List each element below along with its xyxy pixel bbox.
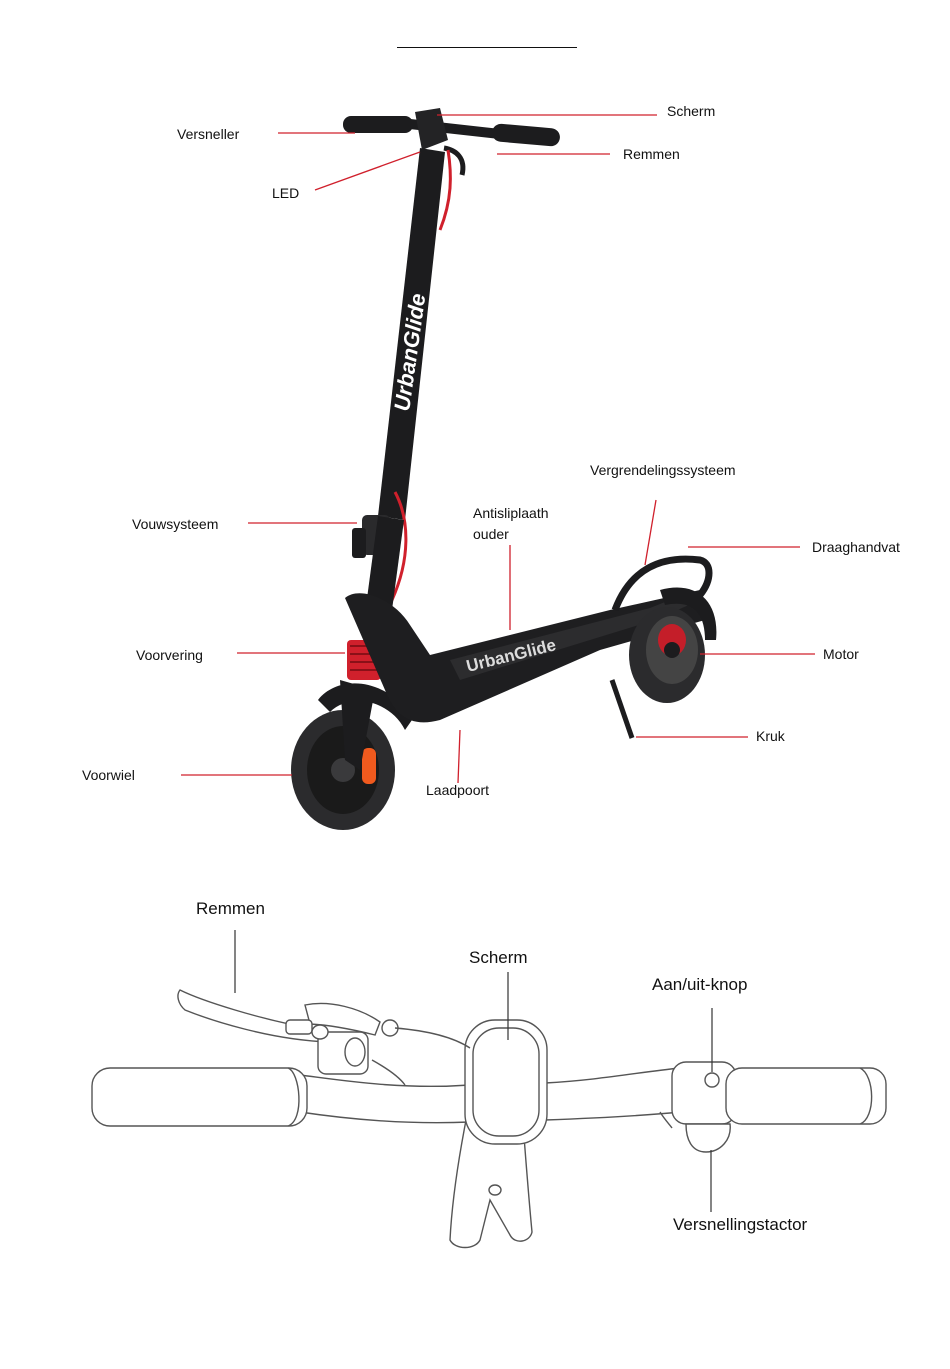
power-button-line — [705, 1073, 719, 1087]
label-hb-versnellingstactor: Versnellingstactor — [673, 1215, 807, 1235]
label-hb-scherm: Scherm — [469, 948, 528, 968]
label-hb-aan-uit-knop: Aan/uit-knop — [652, 975, 747, 995]
label-hb-remmen: Remmen — [196, 899, 265, 919]
left-grip-line — [92, 1068, 307, 1126]
thumb-throttle-line — [686, 1124, 730, 1152]
